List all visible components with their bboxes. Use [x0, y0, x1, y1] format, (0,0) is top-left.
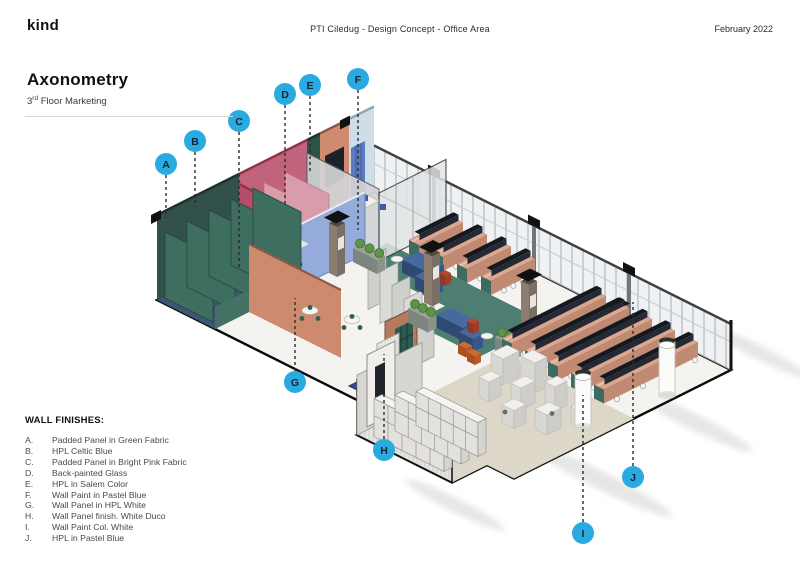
legend-item-E: E.HPL in Salem Color	[25, 478, 128, 489]
marker-letter-J: J	[630, 472, 636, 484]
legend-item-B: B.HPL Celtic Blue	[25, 445, 113, 456]
legend-item-F: F.Wall Paint in Pastel Blue	[25, 489, 147, 500]
marker-letter-C: C	[235, 116, 243, 128]
legend-item-D: D.Back-painted Glass	[25, 467, 128, 478]
marker-circle-I	[572, 522, 594, 544]
marker-circle-E	[299, 74, 321, 96]
brand-logo: kind	[27, 17, 60, 34]
marker-circle-H	[373, 439, 395, 461]
marker-circle-D	[274, 83, 296, 105]
page-subtitle: 3rd Floor Marketing	[27, 95, 107, 108]
marker-circle-B	[184, 130, 206, 152]
marker-H: H	[373, 354, 395, 461]
marker-B: B	[184, 130, 206, 207]
office-3d-scene	[151, 105, 800, 531]
legend-item-A: A.Padded Panel in Green Fabric	[25, 435, 169, 445]
legend-item-J: J.HPL in Pastel Blue	[25, 533, 125, 544]
marker-D: D	[274, 83, 296, 207]
marker-J: J	[622, 302, 644, 488]
marker-letter-G: G	[291, 377, 299, 389]
document-date: February 2022	[714, 24, 773, 34]
marker-I: I	[572, 395, 594, 544]
marker-letter-B: B	[191, 136, 199, 148]
title-divider	[25, 116, 233, 117]
marker-circle-J	[622, 466, 644, 488]
marker-E: E	[299, 74, 321, 174]
legend-item-H: H.Wall Panel finish. White Duco	[25, 511, 166, 522]
marker-circle-G	[284, 371, 306, 393]
legend-item-G: G.Wall Panel in HPL White	[25, 500, 146, 511]
marker-letter-D: D	[281, 89, 289, 101]
marker-letter-A: A	[162, 159, 170, 171]
callout-markers: A B C D E F G H I J	[155, 68, 644, 544]
marker-letter-H: H	[380, 445, 388, 457]
marker-circle-A	[155, 153, 177, 175]
marker-letter-I: I	[582, 528, 585, 540]
marker-C: C	[228, 110, 250, 268]
marker-circle-C	[228, 110, 250, 132]
marker-letter-E: E	[306, 80, 313, 92]
legend-item-I: I.Wall Paint Col. White	[25, 522, 134, 533]
document-title: PTI Ciledug - Design Concept - Office Ar…	[310, 24, 490, 34]
marker-F: F	[347, 68, 369, 230]
marker-G: G	[284, 298, 306, 393]
legend-item-C: C.Padded Panel in Bright Pink Fabric	[25, 456, 187, 467]
page-title: Axonometry	[27, 70, 129, 89]
wall-finishes-legend: WALL FINISHES: A.Padded Panel in Green F…	[25, 415, 255, 544]
legend-heading: WALL FINISHES:	[25, 415, 105, 426]
marker-circle-F	[347, 68, 369, 90]
marker-A: A	[155, 153, 177, 218]
marker-letter-F: F	[355, 74, 362, 86]
